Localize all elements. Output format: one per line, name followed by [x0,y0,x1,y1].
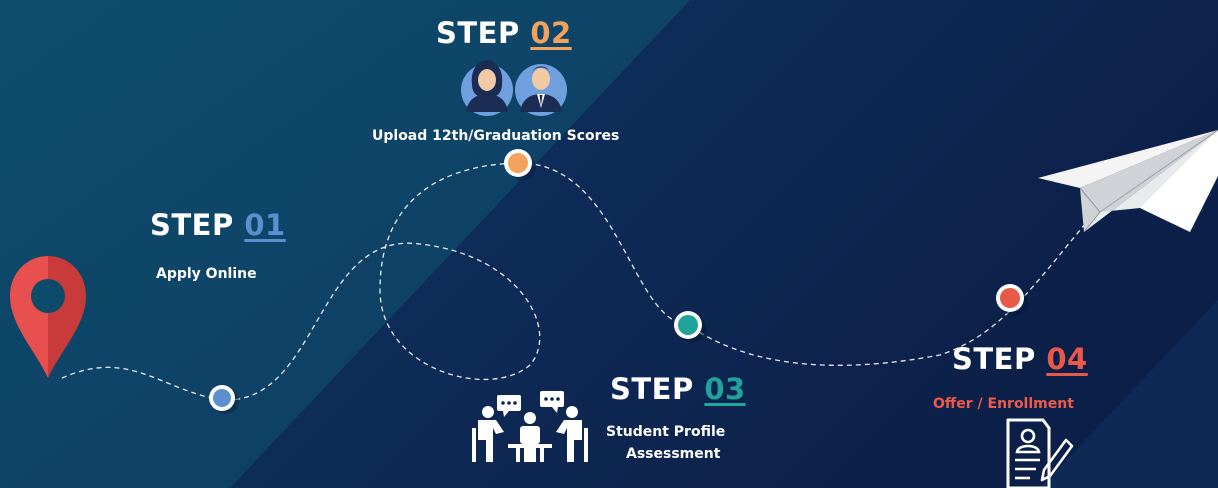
step-02-title: STEP 02 [436,16,572,50]
step-01-word: STEP [150,208,234,242]
step-02-marker [504,149,536,181]
step-01-title: STEP 01 [150,208,286,242]
step-01-marker [209,385,239,414]
step-03-marker [674,311,706,343]
step-02-word: STEP [436,16,520,50]
step-04-title: STEP 04 [952,342,1088,376]
step-04-number: 04 [1046,342,1088,376]
step-04-marker [996,284,1028,316]
route-dashed-line [61,162,1096,401]
background-diagonal-band [0,0,690,488]
step-03-description-line-1: Student Profile [606,424,726,440]
location-pin-icon [10,256,86,378]
step-04-description: Offer / Enrollment [933,396,1074,412]
step-01-number: 01 [244,208,286,242]
step-03-description: Student Profile Assessment [606,421,725,465]
step-04-word: STEP [952,342,1036,376]
step-03-number: 03 [704,372,746,406]
document-sign-icon [1006,418,1074,488]
students-avatar-icon [461,60,567,116]
step-03-title: STEP 03 [610,372,746,406]
background-corner-band [1040,300,1218,488]
step-02-number: 02 [530,16,572,50]
paper-plane-icon [1038,129,1218,233]
step-01-description: Apply Online [156,266,257,282]
step-03-description-line-2: Assessment [626,446,721,462]
step-03-word: STEP [610,372,694,406]
discussion-meeting-icon [472,391,588,462]
step-02-description: Upload 12th/Graduation Scores [372,128,620,144]
